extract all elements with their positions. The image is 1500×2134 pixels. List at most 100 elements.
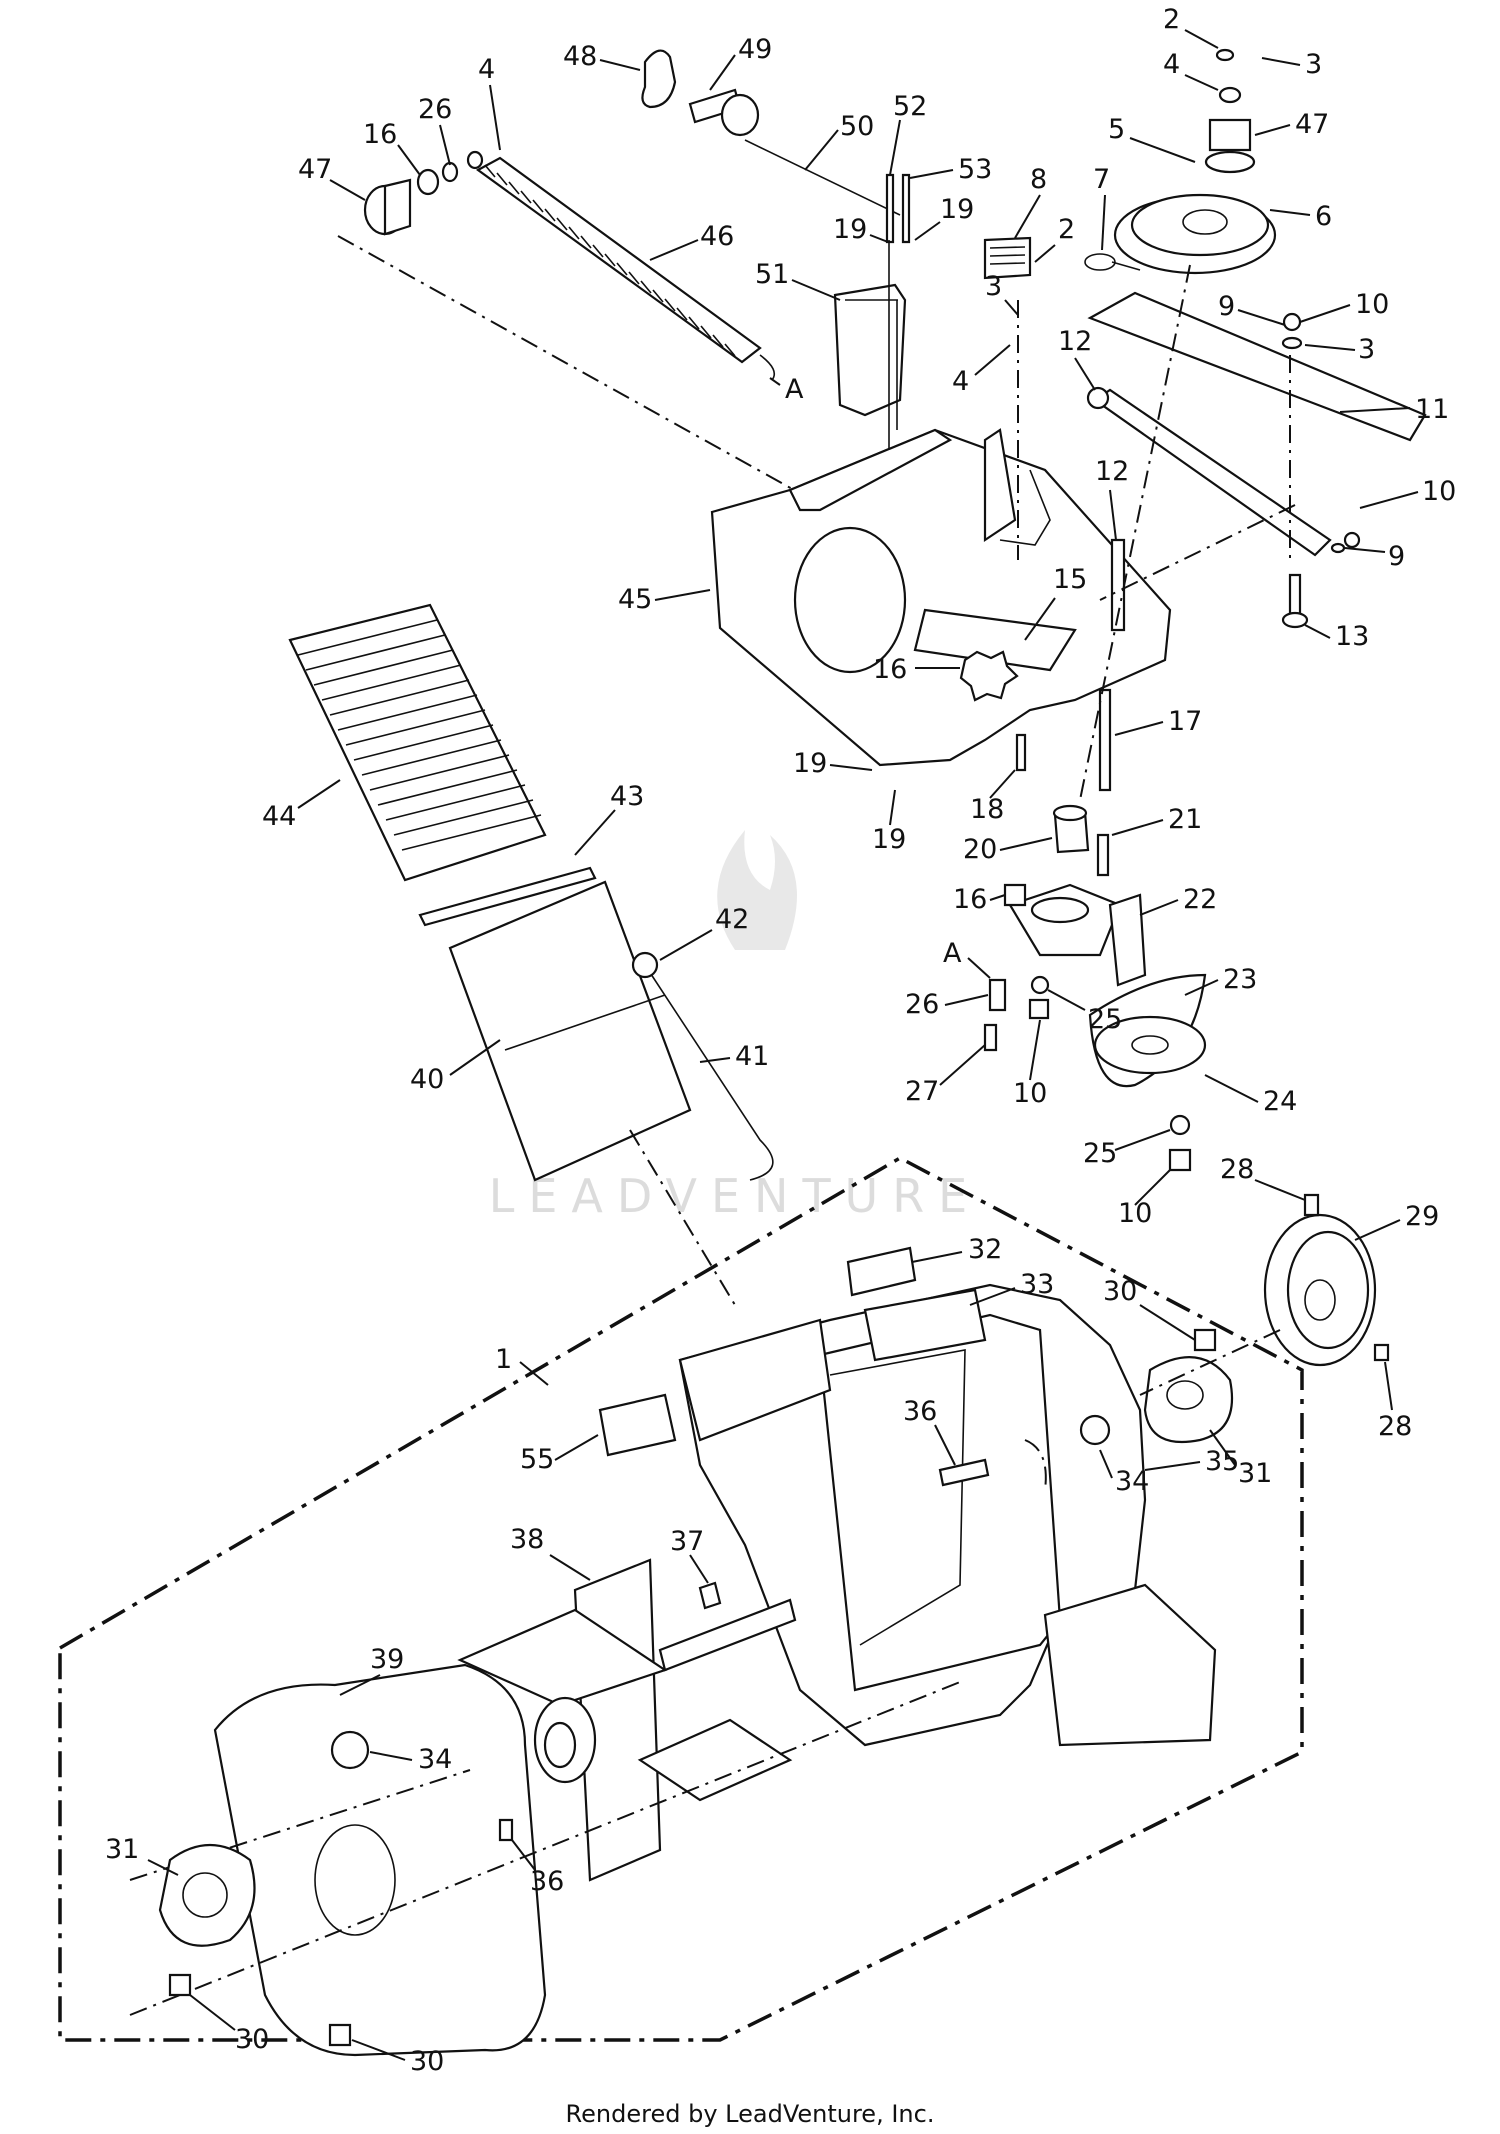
callout-10-low: 10 bbox=[1118, 1169, 1171, 1229]
svg-text:47: 47 bbox=[298, 154, 332, 185]
callout-16-top: 16 bbox=[363, 119, 421, 176]
callout-12: 12 bbox=[1058, 326, 1096, 391]
callout-13: 13 bbox=[1304, 621, 1369, 652]
svg-text:25: 25 bbox=[1088, 1004, 1122, 1035]
callout-30-bottom: 30 bbox=[351, 2039, 444, 2077]
callout-52: 52 bbox=[889, 91, 927, 176]
svg-text:36: 36 bbox=[903, 1396, 937, 1427]
callout-22: 22 bbox=[1139, 884, 1217, 916]
svg-text:28: 28 bbox=[1378, 1411, 1412, 1442]
svg-text:30: 30 bbox=[235, 2024, 269, 2055]
svg-text:13: 13 bbox=[1335, 621, 1369, 652]
svg-text:10: 10 bbox=[1118, 1198, 1152, 1229]
svg-text:45: 45 bbox=[618, 584, 652, 615]
svg-text:34: 34 bbox=[418, 1744, 452, 1775]
callout-39: 39 bbox=[339, 1644, 404, 1696]
callout-19-top: 19 bbox=[833, 214, 889, 245]
svg-text:37: 37 bbox=[670, 1526, 704, 1557]
callout-31-right: 31 bbox=[1209, 1429, 1272, 1489]
callout-10-right: 10 bbox=[1359, 476, 1456, 509]
svg-text:39: 39 bbox=[370, 1644, 404, 1675]
svg-text:8: 8 bbox=[1030, 164, 1047, 195]
callout-19-top2: 19 bbox=[914, 194, 974, 241]
callout-53: 53 bbox=[909, 154, 992, 185]
callout-34-right: 34 bbox=[1099, 1449, 1149, 1497]
callout-37: 37 bbox=[670, 1526, 709, 1584]
svg-text:15: 15 bbox=[1053, 564, 1087, 595]
svg-text:43: 43 bbox=[610, 781, 644, 812]
svg-text:2: 2 bbox=[1058, 214, 1075, 245]
callout-12-mid: 12 bbox=[1095, 456, 1129, 541]
watermark: LEADVENTURE bbox=[489, 830, 967, 1223]
callout-35: 35 bbox=[1144, 1446, 1239, 1477]
svg-text:49: 49 bbox=[738, 34, 772, 65]
svg-text:26: 26 bbox=[418, 94, 452, 125]
callout-15: 15 bbox=[1024, 564, 1087, 641]
callout-38: 38 bbox=[510, 1524, 591, 1581]
svg-text:33: 33 bbox=[1020, 1269, 1054, 1300]
svg-text:10: 10 bbox=[1422, 476, 1456, 507]
callout-43: 43 bbox=[574, 781, 644, 856]
callout-4-top: 4 bbox=[1163, 49, 1219, 91]
svg-text:20: 20 bbox=[963, 834, 997, 865]
callout-1: 1 bbox=[495, 1344, 549, 1386]
callout-21: 21 bbox=[1111, 804, 1202, 836]
callout-16: 16 bbox=[873, 654, 960, 685]
callout-50: 50 bbox=[804, 111, 874, 171]
svg-text:44: 44 bbox=[262, 801, 296, 832]
callout-17: 17 bbox=[1114, 706, 1202, 737]
callout-48: 48 bbox=[563, 41, 641, 72]
svg-text:16: 16 bbox=[873, 654, 907, 685]
callout-47-right: 47 bbox=[1254, 109, 1329, 140]
svg-text:35: 35 bbox=[1205, 1446, 1239, 1477]
bellows-hose bbox=[288, 603, 547, 882]
callout-47-left: 47 bbox=[298, 154, 366, 201]
svg-text:50: 50 bbox=[840, 111, 874, 142]
impeller bbox=[457, 1558, 797, 1882]
svg-text:28: 28 bbox=[1220, 1154, 1254, 1185]
svg-text:52: 52 bbox=[893, 91, 927, 122]
svg-text:19: 19 bbox=[872, 824, 906, 855]
svg-text:2: 2 bbox=[1163, 4, 1180, 35]
svg-text:10: 10 bbox=[1355, 289, 1389, 320]
callout-41: 41 bbox=[699, 1041, 769, 1072]
svg-text:51: 51 bbox=[755, 259, 789, 290]
svg-text:4: 4 bbox=[478, 54, 495, 85]
svg-text:46: 46 bbox=[700, 221, 734, 252]
svg-text:18: 18 bbox=[970, 794, 1004, 825]
svg-text:21: 21 bbox=[1168, 804, 1202, 835]
svg-text:1: 1 bbox=[495, 1344, 512, 1375]
svg-text:19: 19 bbox=[793, 748, 827, 779]
svg-text:47: 47 bbox=[1295, 109, 1329, 140]
svg-text:53: 53 bbox=[958, 154, 992, 185]
svg-text:3: 3 bbox=[985, 271, 1002, 302]
callout-51: 51 bbox=[755, 259, 841, 301]
callout-32: 32 bbox=[911, 1234, 1002, 1265]
callout-44: 44 bbox=[262, 779, 341, 832]
callout-20: 20 bbox=[963, 834, 1053, 865]
svg-text:16: 16 bbox=[363, 119, 397, 150]
svg-text:9: 9 bbox=[1218, 291, 1235, 322]
callout-25: 25 bbox=[1047, 989, 1122, 1035]
callouts: 1 2 2 3 3 3 4 4 4 5 6 7 8 9 9 10 10 10 1… bbox=[105, 4, 1456, 2077]
spring bbox=[475, 156, 776, 381]
callout-9-top: 9 bbox=[1218, 291, 1286, 326]
callout-2: 2 bbox=[1034, 214, 1075, 263]
callout-11: 11 bbox=[1339, 394, 1449, 425]
svg-text:10: 10 bbox=[1013, 1078, 1047, 1109]
callout-55: 55 bbox=[520, 1434, 599, 1475]
callout-42: 42 bbox=[659, 904, 749, 961]
svg-text:31: 31 bbox=[1238, 1458, 1272, 1489]
svg-text:6: 6 bbox=[1315, 201, 1332, 232]
svg-text:22: 22 bbox=[1183, 884, 1217, 915]
callout-10-top: 10 bbox=[1299, 289, 1389, 323]
callout-30-left: 30 bbox=[189, 1994, 269, 2055]
svg-text:30: 30 bbox=[1103, 1276, 1137, 1307]
svg-text:11: 11 bbox=[1415, 394, 1449, 425]
callout-A-mid: A bbox=[943, 938, 991, 979]
back-plate bbox=[213, 1663, 547, 2057]
svg-text:31: 31 bbox=[105, 1834, 139, 1865]
svg-text:30: 30 bbox=[410, 2046, 444, 2077]
svg-text:48: 48 bbox=[563, 41, 597, 72]
